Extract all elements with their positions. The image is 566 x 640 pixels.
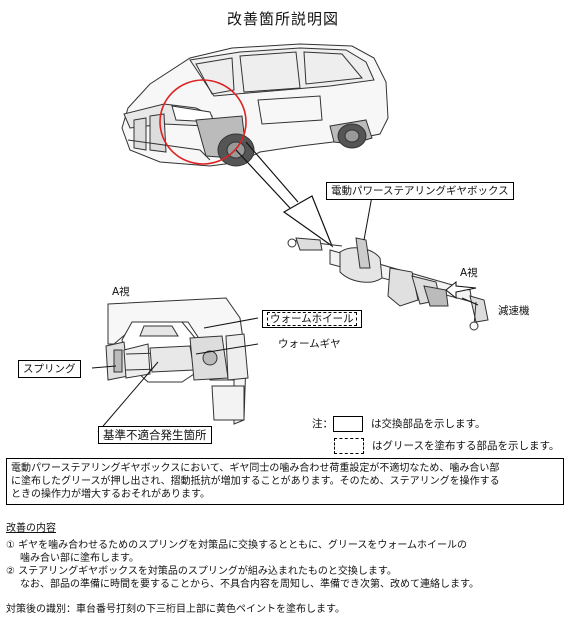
label-view-a: A視	[112, 286, 130, 298]
content-item-1-sub: 噛み合い部に塗布します。	[20, 553, 139, 564]
legend-solid-text: は交換部品を示します。	[371, 418, 486, 430]
description-box: 電動パワーステアリングギヤボックスにおいて、ギヤ同士の噛み合わせ荷重設定が不適切…	[6, 458, 564, 505]
diagram-title: 改善箇所説明図	[226, 10, 339, 28]
improvement-content: 改善の内容 ① ギヤを噛み合わせるためのスプリングを対策品に交換するとともに、グ…	[6, 522, 562, 616]
gearbox-detail	[105, 297, 249, 425]
description-line: ときの操作力が増大するおそれがあります。	[11, 489, 210, 500]
legend-solid-row: 注： は交換部品を示します。	[312, 416, 485, 432]
highlight-circle	[159, 79, 247, 165]
label-defect-location: 基準不適合発生箇所	[98, 426, 212, 444]
label-worm-wheel: ウォームホイール	[262, 310, 362, 328]
label-worm-gear: ウォームギヤ	[278, 338, 341, 350]
content-heading: 改善の内容	[6, 523, 56, 534]
description-line: に塗布したグリースが押し出され、摺動抵抗が増加することがあります。そのため、ステ…	[11, 476, 500, 487]
description-line: 電動パワーステアリングギヤボックスにおいて、ギヤ同士の噛み合わせ荷重設定が不適切…	[11, 463, 500, 474]
label-reducer: 減速機	[498, 305, 530, 317]
label-spring: スプリング	[18, 360, 81, 378]
callout-arrow	[235, 141, 334, 248]
legend-dashed-box	[334, 438, 364, 454]
label-gearbox: 電動パワーステアリングギヤボックス	[326, 182, 514, 200]
identification-note: 対策後の識別：車台番号打刻の下三桁目上部に黄色ペイントを塗布します。	[6, 604, 345, 615]
content-item-2: ② ステアリングギヤボックスを対策品のスプリングが組み込まれたものと交換します。	[6, 566, 397, 577]
label-worm-wheel-text: ウォームホイール	[267, 312, 357, 326]
legend-dashed-row: はグリースを塗布する部品を示します。	[334, 438, 559, 454]
label-view-a-top: A視	[460, 267, 478, 279]
legend-solid-box	[333, 416, 363, 432]
legend-dashed-text: はグリースを塗布する部品を示します。	[372, 440, 560, 452]
content-item-2-sub: なお、部品の準備に時間を要することから、不具合内容を周知し、準備でき次第、改めて…	[20, 579, 479, 590]
illustration	[91, 43, 489, 433]
legend-prefix: 注：	[312, 418, 333, 430]
content-item-1: ① ギヤを噛み合わせるためのスプリングを対策品に交換するとともに、グリースをウォ…	[6, 540, 468, 551]
pointer-lines	[91, 317, 259, 433]
view-a-arrow	[445, 280, 477, 300]
car-illustration	[121, 43, 389, 167]
gearbox-illustration	[287, 237, 489, 331]
